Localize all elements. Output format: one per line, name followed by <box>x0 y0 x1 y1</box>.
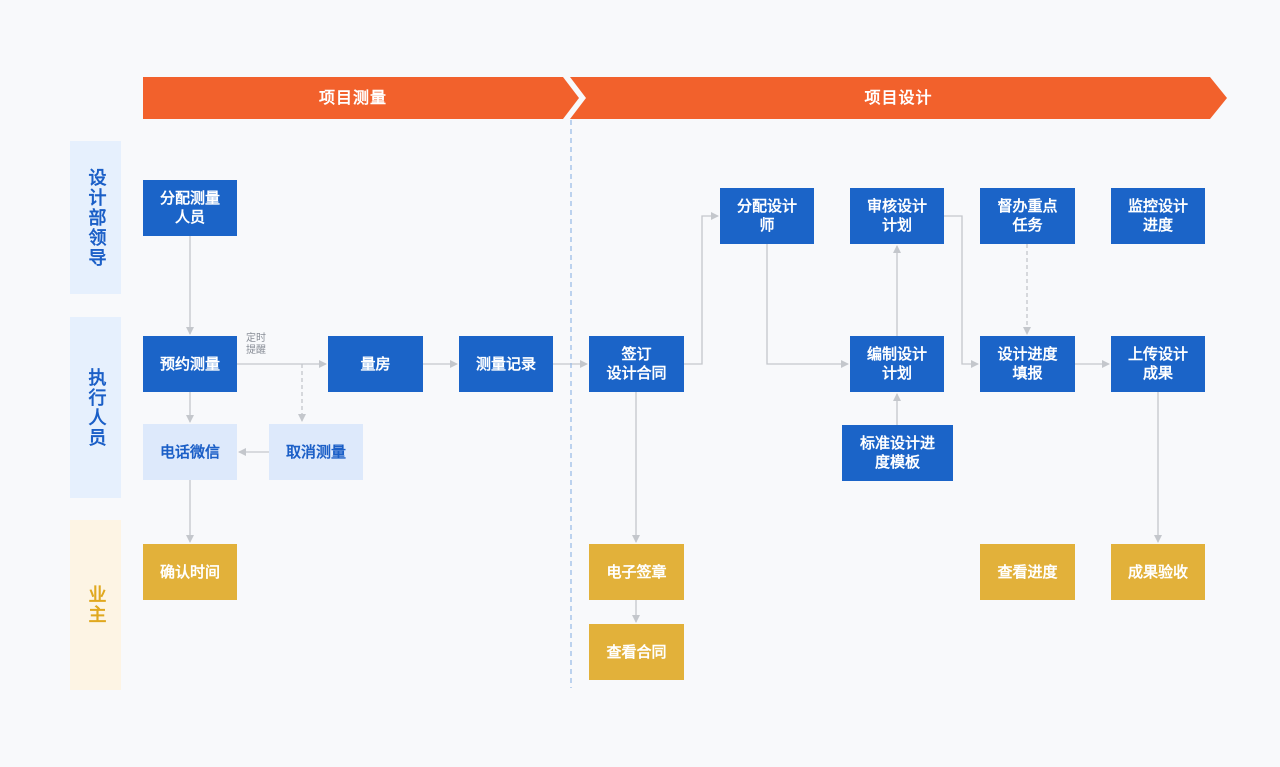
connector <box>944 215 979 368</box>
node-accept-result[interactable]: 成果验收 <box>1111 544 1205 600</box>
node-cancel-survey[interactable]: 取消测量 <box>269 424 363 480</box>
node-fill-progress[interactable]: 设计进度 填报 <box>980 336 1075 392</box>
node-view-progress[interactable]: 查看进度 <box>980 544 1075 600</box>
node-phone-wechat[interactable]: 电话微信 <box>143 424 237 480</box>
node-sign-contract[interactable]: 签订 设计合同 <box>589 336 684 392</box>
connector <box>684 212 719 365</box>
node-assign-designer[interactable]: 分配设计 师 <box>720 188 814 244</box>
lane-leader: 设计部领导 <box>70 141 121 294</box>
lane-staff: 执行人员 <box>70 317 121 498</box>
lane-staff-label: 执行人员 <box>85 367 107 448</box>
node-std-template[interactable]: 标准设计进 度模板 <box>842 425 953 481</box>
node-view-contract[interactable]: 查看合同 <box>589 624 684 680</box>
node-book-survey[interactable]: 预约测量 <box>143 336 237 392</box>
node-e-signature[interactable]: 电子签章 <box>589 544 684 600</box>
lane-owner: 业主 <box>70 520 121 690</box>
node-assign-surveyor[interactable]: 分配测量 人员 <box>143 180 237 236</box>
phase-label-survey: 项目测量 <box>318 88 387 107</box>
lane-leader-label: 设计部领导 <box>85 167 107 268</box>
node-upload-result[interactable]: 上传设计 成果 <box>1111 336 1205 392</box>
node-measure-room[interactable]: 量房 <box>328 336 423 392</box>
connector <box>766 244 849 368</box>
node-make-plan[interactable]: 编制设计 计划 <box>850 336 944 392</box>
node-survey-record[interactable]: 测量记录 <box>459 336 553 392</box>
node-confirm-time[interactable]: 确认时间 <box>143 544 237 600</box>
node-supervise-task[interactable]: 督办重点 任务 <box>980 188 1075 244</box>
node-review-plan[interactable]: 审核设计 计划 <box>850 188 944 244</box>
note-reminder: 定时 提醒 <box>246 333 266 356</box>
phase-label-design: 项目设计 <box>864 88 933 107</box>
node-monitor-progress[interactable]: 监控设计 进度 <box>1111 188 1205 244</box>
phase-banner-survey: 项目测量 <box>143 77 579 119</box>
phase-banner-design: 项目设计 <box>570 77 1227 119</box>
lane-owner-label: 业主 <box>85 585 107 625</box>
